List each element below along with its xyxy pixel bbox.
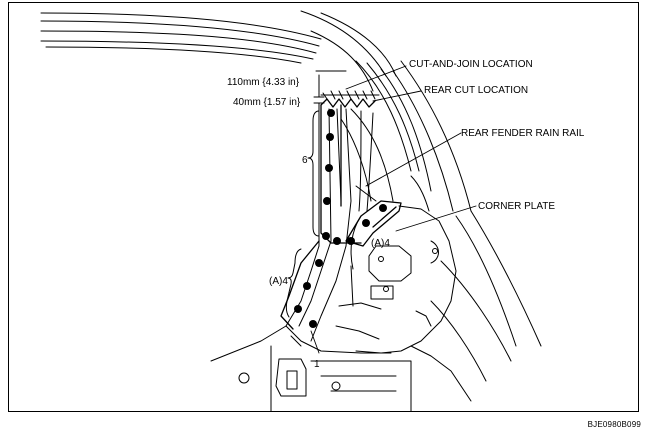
- pillar-section: [285, 104, 374, 342]
- dimension-110-label: 110mm {4.33 in}: [227, 77, 300, 88]
- lower-bracket: [280, 240, 320, 330]
- body-panel-diagram: CUT-AND-JOIN LOCATION REAR CUT LOCATION …: [40, 10, 585, 411]
- weld-count-6: 6: [302, 155, 308, 166]
- weld-count-a4-plate: (A)4: [371, 238, 390, 249]
- corner-plate-label: CORNER PLATE: [478, 201, 555, 212]
- leader-lines: [310, 65, 477, 354]
- cut-and-join-label: CUT-AND-JOIN LOCATION: [409, 59, 533, 70]
- dimension-40-label: 40mm {1.57 in}: [233, 97, 301, 108]
- figure-reference-code: BJE0980B099: [587, 420, 641, 429]
- rain-rail-label: REAR FENDER RAIN RAIL: [461, 128, 585, 139]
- diagram-frame: CUT-AND-JOIN LOCATION REAR CUT LOCATION …: [8, 2, 639, 412]
- roof-rail-lines: [40, 10, 397, 92]
- corner-plate-shape: [345, 200, 402, 247]
- lower-sill-structure: [210, 248, 472, 411]
- weld-count-1: 1: [314, 359, 320, 370]
- callout-labels: CUT-AND-JOIN LOCATION REAR CUT LOCATION …: [227, 59, 585, 370]
- fender-contour-lines: [340, 60, 542, 382]
- spot-weld-points: [294, 109, 387, 328]
- weld-count-a4-lower: (A)4: [269, 276, 288, 287]
- rear-cut-label: REAR CUT LOCATION: [424, 85, 528, 96]
- dimension-marks: [313, 70, 380, 114]
- count-braces: [285, 110, 320, 318]
